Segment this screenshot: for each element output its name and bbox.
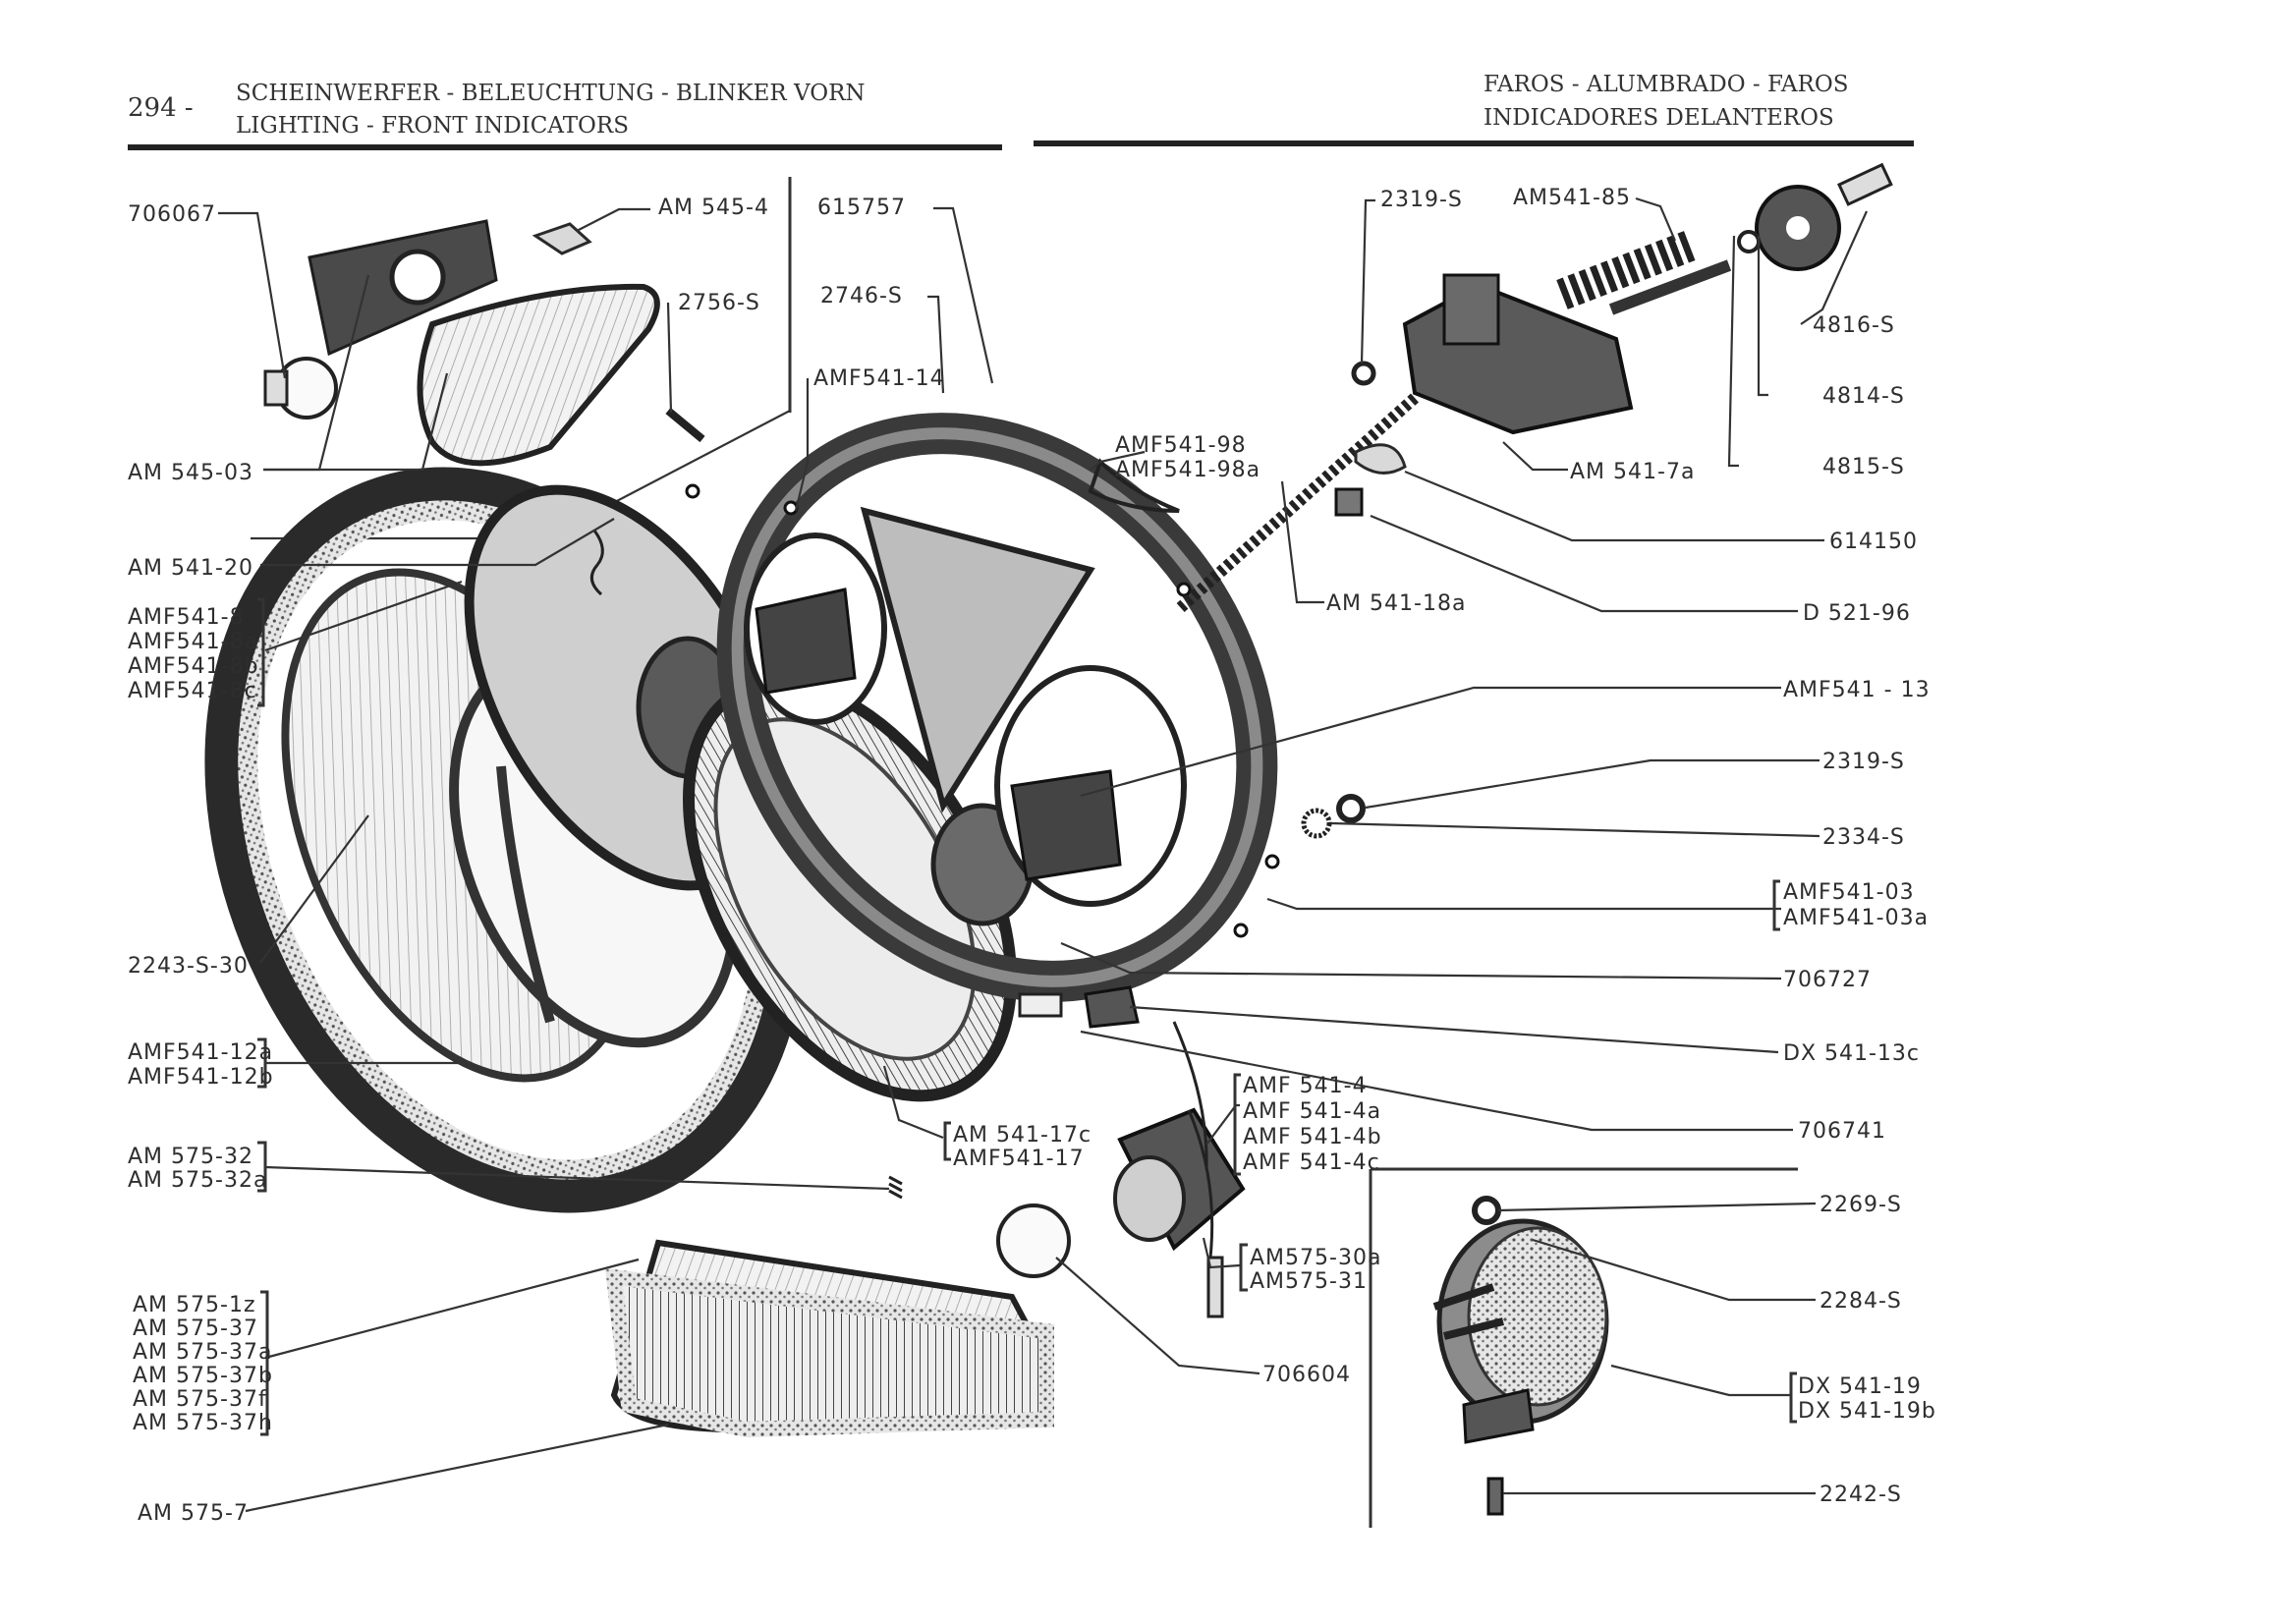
callout-am575-7: AM 575-7 bbox=[138, 1501, 249, 1526]
callout-4814-s: 4814-S bbox=[1822, 384, 1905, 409]
callout-amf541-12a: AMF541-12a bbox=[128, 1040, 273, 1065]
callout-2334-s: 2334-S bbox=[1822, 825, 1905, 850]
callout-am575-32a: AM 575-32a bbox=[128, 1168, 267, 1193]
callout-706604: 706604 bbox=[1262, 1363, 1351, 1387]
callout-am575-37f: AM 575-37f bbox=[133, 1387, 267, 1412]
leader-lines bbox=[218, 196, 1869, 1513]
header-subtitle-spanish: INDICADORES DELANTEROS bbox=[1484, 105, 1834, 131]
callout-am541-85: AM541-85 bbox=[1513, 186, 1631, 210]
callout-4815-s: 4815-S bbox=[1822, 455, 1905, 479]
callout-615757: 615757 bbox=[817, 196, 906, 220]
page-header: 294 - SCHEINWERFER - BELEUCHTUNG - BLINK… bbox=[128, 72, 1914, 150]
callout-amf541-4a: AMF 541-4a bbox=[1243, 1099, 1381, 1124]
callout-amf541-98a: AMF541-98a bbox=[1115, 458, 1260, 482]
headlamp-mounting-frame bbox=[685, 413, 1280, 1002]
callout-amf541-98: AMF541-98 bbox=[1115, 433, 1247, 458]
callout-amf541-12b: AMF541-12b bbox=[128, 1065, 274, 1090]
callout-amf541-03a: AMF541-03a bbox=[1783, 906, 1929, 930]
callout-2269-s: 2269-S bbox=[1820, 1193, 1902, 1217]
callout-am575-1z: AM 575-1z bbox=[133, 1293, 256, 1317]
callout-am575-32: AM 575-32 bbox=[128, 1145, 253, 1169]
callout-amf541-4b: AMF 541-4b bbox=[1243, 1125, 1382, 1149]
callout-amf541-8: AMF541-8 bbox=[128, 605, 245, 630]
callout-amf541-8a: AMF541-8a bbox=[128, 630, 258, 654]
callout-am545-03: AM 545-03 bbox=[128, 461, 253, 485]
header-title-spanish: FAROS - ALUMBRADO - FAROS bbox=[1484, 72, 1848, 97]
front-indicator-assembly bbox=[263, 219, 705, 467]
callout-am575-37b: AM 575-37b bbox=[133, 1364, 273, 1388]
callout-am575-37h: AM 575-37h bbox=[133, 1411, 273, 1435]
mid-right-hardware bbox=[1018, 794, 1366, 1029]
indicator-lens bbox=[417, 283, 660, 467]
callout-labels: 706067 AM 545-4 2756-S AM 545-03 615757 … bbox=[128, 186, 1936, 1526]
callout-dx541-19b: DX 541-19b bbox=[1798, 1399, 1936, 1424]
headlamp-adjuster-assembly bbox=[589, 162, 1893, 614]
front-indicator-lens-lower bbox=[604, 1239, 1055, 1438]
callout-2756-s: 2756-S bbox=[678, 291, 760, 315]
callout-am541-20: AM 541-20 bbox=[128, 556, 253, 581]
callout-amf541-13: AMF541 - 13 bbox=[1783, 678, 1931, 702]
callout-614150: 614150 bbox=[1829, 530, 1918, 554]
callout-am541-7a: AM 541-7a bbox=[1570, 460, 1695, 484]
callout-amf541-4c: AMF 541-4c bbox=[1243, 1150, 1380, 1175]
nut bbox=[1336, 794, 1366, 823]
callout-dx541-13c: DX 541-13c bbox=[1783, 1041, 1920, 1066]
callout-amf541-03: AMF541-03 bbox=[1783, 880, 1915, 905]
indicator-screw bbox=[665, 407, 705, 443]
indicator-bulb-socket bbox=[888, 1021, 1246, 1318]
callout-706727: 706727 bbox=[1783, 968, 1872, 992]
callout-amf541-8b: AMF541-8b bbox=[128, 654, 259, 679]
callout-am541-18a: AM 541-18a bbox=[1326, 591, 1466, 616]
wire-lead bbox=[589, 530, 604, 596]
callout-2319-s-top: 2319-S bbox=[1380, 188, 1463, 212]
callout-706067: 706067 bbox=[128, 202, 216, 227]
callout-2319-s-mid: 2319-S bbox=[1822, 750, 1905, 774]
callout-am575-37a: AM 575-37a bbox=[133, 1340, 272, 1365]
callout-2243-s-30: 2243-S-30 bbox=[128, 954, 249, 979]
adjuster-rod bbox=[1174, 393, 1420, 614]
callout-amf541-4: AMF 541-4 bbox=[1243, 1074, 1368, 1098]
retaining-clip bbox=[1088, 458, 1180, 513]
callout-am575-37: AM 575-37 bbox=[133, 1316, 258, 1341]
page-number: 294 - bbox=[128, 93, 194, 123]
callout-am575-31: AM575-31 bbox=[1250, 1269, 1368, 1294]
callout-d521-96: D 521-96 bbox=[1803, 601, 1911, 626]
callout-brackets bbox=[257, 597, 1797, 1436]
header-title-english: LIGHTING - FRONT INDICATORS bbox=[236, 113, 629, 139]
indicator-bulb-large bbox=[996, 1204, 1071, 1278]
callout-am575-30a: AM575-30a bbox=[1250, 1246, 1381, 1270]
callout-2746-s: 2746-S bbox=[820, 284, 903, 308]
callout-amf541-14: AMF541-14 bbox=[813, 366, 945, 391]
callout-am541-17c: AM 541-17c bbox=[953, 1123, 1092, 1148]
callout-706741: 706741 bbox=[1798, 1119, 1886, 1144]
callout-2284-s: 2284-S bbox=[1820, 1289, 1902, 1314]
callout-dx541-19: DX 541-19 bbox=[1798, 1374, 1922, 1399]
indicator-socket bbox=[389, 249, 446, 306]
indicator-clip bbox=[532, 222, 592, 255]
flasher-screw bbox=[1486, 1477, 1504, 1516]
callout-amf541-17: AMF541-17 bbox=[953, 1147, 1085, 1171]
flasher-unit bbox=[1432, 1196, 1609, 1516]
callout-am545-4: AM 545-4 bbox=[658, 196, 769, 220]
bulb-holder bbox=[1018, 992, 1063, 1018]
header-title-german: SCHEINWERFER - BELEUCHTUNG - BLINKER VOR… bbox=[236, 81, 866, 106]
callout-2242-s: 2242-S bbox=[1820, 1483, 1902, 1507]
callout-4816-s: 4816-S bbox=[1813, 313, 1895, 338]
callout-amf541-8c: AMF541-8c bbox=[128, 679, 257, 703]
lock-washer bbox=[1301, 808, 1332, 839]
